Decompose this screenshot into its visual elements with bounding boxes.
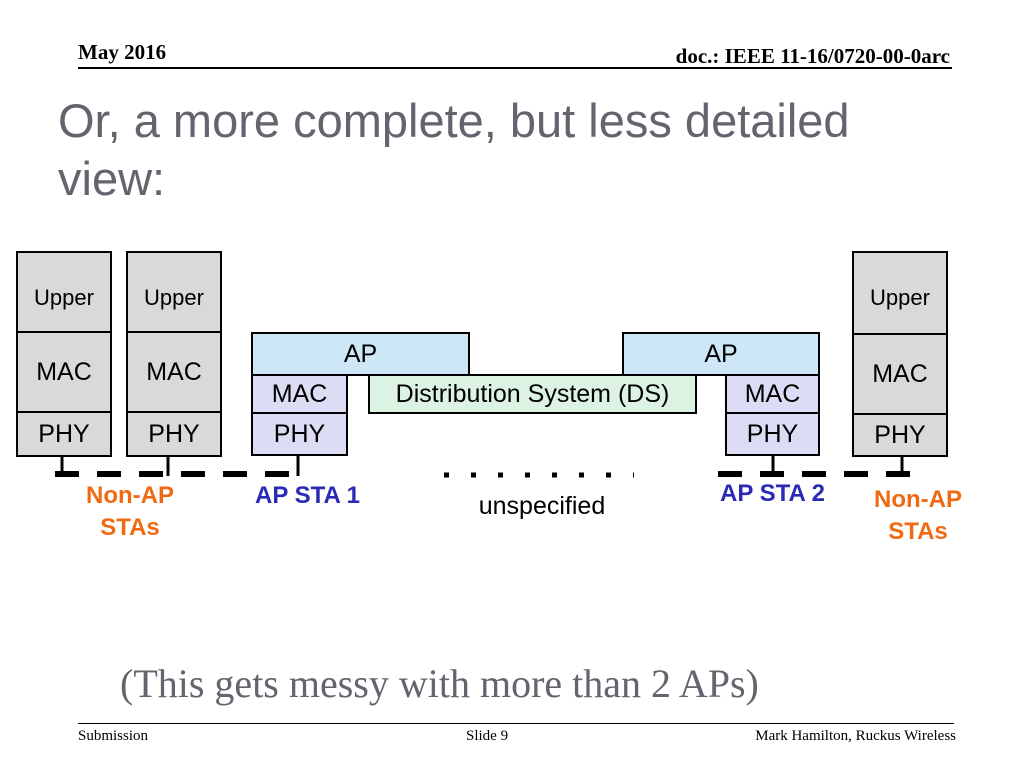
mac-layer-box: MAC bbox=[852, 333, 948, 415]
header-rule bbox=[78, 67, 952, 69]
phy-layer-box: PHY bbox=[16, 411, 112, 457]
ap2-mac-box: MAC bbox=[725, 374, 820, 414]
distribution-system-box: Distribution System (DS) bbox=[368, 374, 697, 414]
mac-layer-box: MAC bbox=[16, 331, 112, 413]
ap1-phy-box: PHY bbox=[251, 412, 348, 456]
label-non-ap-stas-left: Non-AP STAs bbox=[86, 482, 174, 541]
label-ap-sta-1: AP STA 1 bbox=[255, 482, 360, 509]
ap-box-2: AP bbox=[622, 332, 820, 376]
label-unspecified: unspecified bbox=[478, 492, 606, 520]
upper-layer-box: Upper bbox=[852, 251, 948, 335]
footer-slide-number: Slide 9 bbox=[466, 728, 509, 744]
label-non-ap-stas-right: Non-AP STAs bbox=[874, 486, 962, 545]
phy-layer-box: PHY bbox=[126, 411, 222, 457]
ap1-mac-box: MAC bbox=[251, 374, 348, 414]
slide-title: Or, a more complete, but less detailed v… bbox=[58, 94, 850, 205]
header-doc-id: doc.: IEEE 11-16/0720-00-0arc bbox=[675, 44, 950, 68]
upper-layer-box: Upper bbox=[126, 251, 222, 333]
upper-layer-box: Upper bbox=[16, 251, 112, 333]
phy-layer-box: PHY bbox=[852, 413, 948, 457]
label-ap-sta-2: AP STA 2 bbox=[720, 480, 825, 507]
bottom-note: (This gets messy with more than 2 APs) bbox=[120, 661, 759, 706]
ap2-phy-box: PHY bbox=[725, 412, 820, 456]
footer-author: Mark Hamilton, Ruckus Wireless bbox=[755, 728, 956, 744]
footer-submission: Submission bbox=[78, 728, 149, 744]
header-date: May 2016 bbox=[78, 40, 167, 64]
ap-box-1: AP bbox=[251, 332, 470, 376]
footer-rule bbox=[78, 723, 954, 724]
mac-layer-box: MAC bbox=[126, 331, 222, 413]
